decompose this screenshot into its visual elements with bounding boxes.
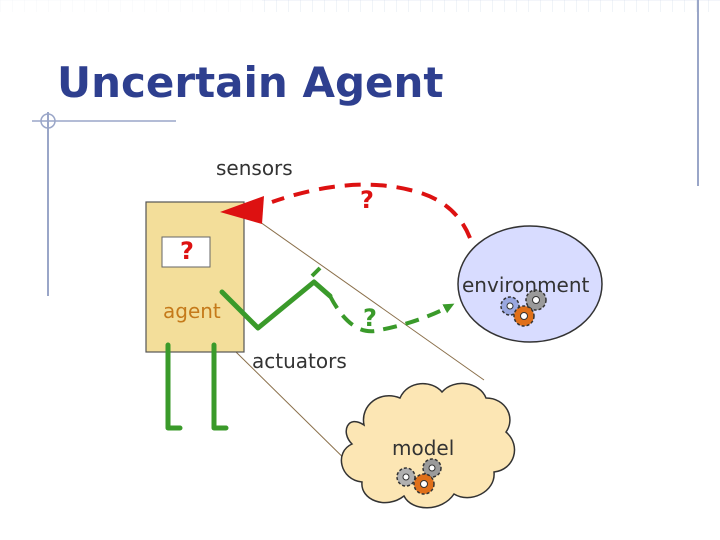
decor-circle <box>40 113 56 129</box>
actuator-arm-tick <box>310 266 322 278</box>
actuator-arm <box>219 279 333 331</box>
sensor-arrow <box>271 182 472 239</box>
agent-question-mark: ? <box>180 237 194 265</box>
sensors-label: sensors <box>216 156 293 180</box>
actuator-question-mark: ? <box>363 304 377 332</box>
background-grid-top <box>262 0 720 12</box>
environment-gears-icon <box>500 289 547 327</box>
model-gears-icon <box>396 458 442 495</box>
environment-ellipse <box>457 225 603 343</box>
agent-body <box>145 201 245 353</box>
actuator-arrow <box>328 295 455 334</box>
model-cloud <box>340 382 516 509</box>
agent-right-leg <box>211 342 229 431</box>
environment-label: environment <box>462 273 590 297</box>
sensor-arrowhead <box>220 196 264 224</box>
agent-left-leg <box>165 342 183 431</box>
agent-uncertainty-box <box>161 236 211 268</box>
actuators-label: actuators <box>252 349 347 373</box>
agent-label: agent <box>163 299 221 323</box>
perspective-line-top <box>235 204 485 381</box>
slide-title: Uncertain Agent <box>57 58 444 107</box>
sensor-question-mark: ? <box>360 186 374 214</box>
model-label: model <box>392 436 455 460</box>
background-grid-top-left <box>0 0 262 12</box>
